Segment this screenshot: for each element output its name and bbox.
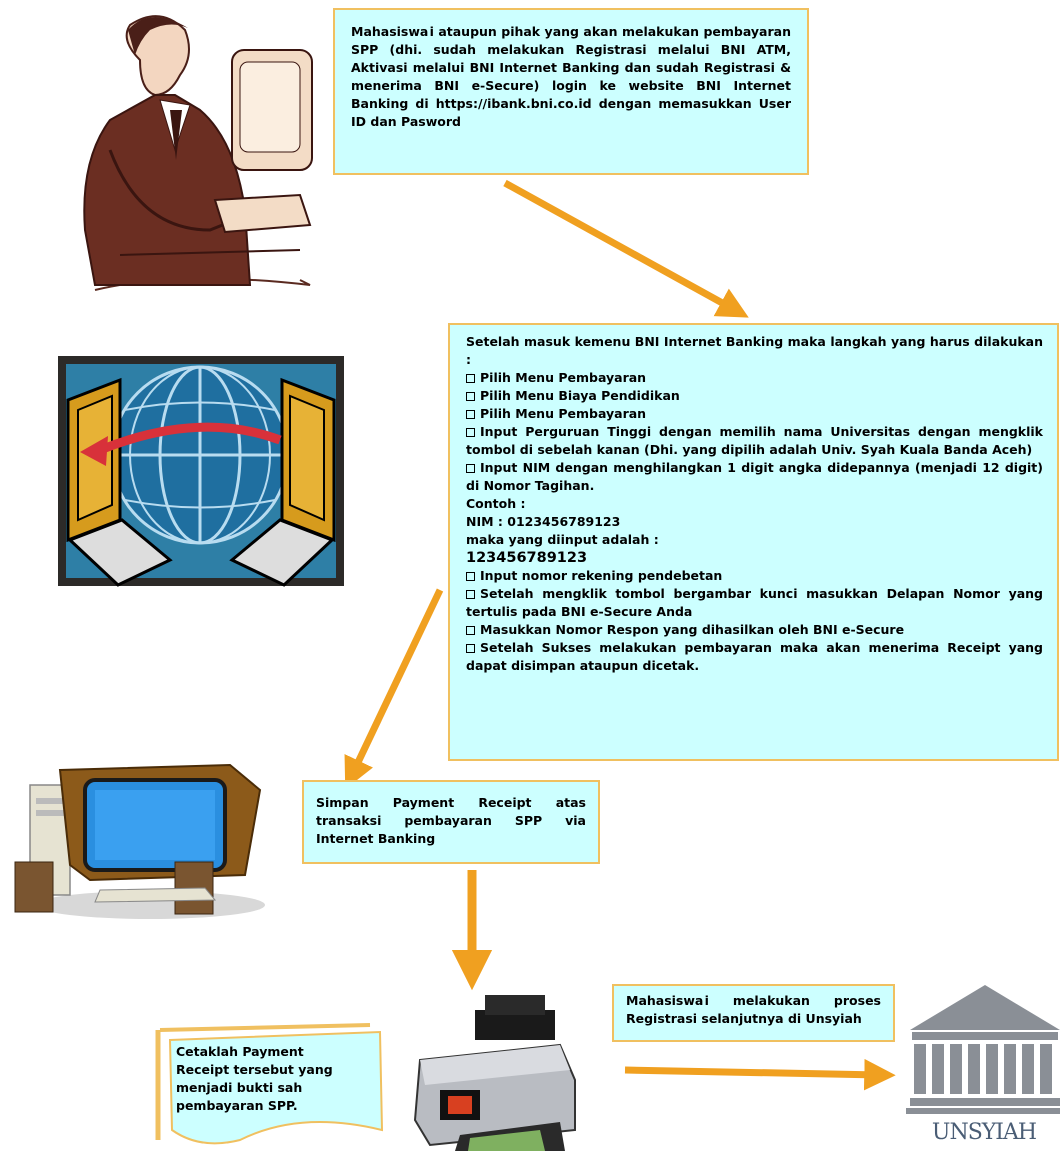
- input-label: maka yang diinput adalah :: [466, 532, 659, 547]
- arrow-to-unsyiah: [624, 1058, 896, 1091]
- university-building-icon: [906, 985, 1060, 1114]
- step2-item: Input Perguruan Tinggi dengan memilih na…: [466, 424, 1043, 457]
- step2-box: Setelah masuk kemenu BNI Internet Bankin…: [448, 323, 1059, 761]
- note-shape: [155, 1023, 384, 1145]
- input-value: 123456789123: [466, 550, 588, 566]
- step2-item: Masukkan Nomor Respon yang dihasilkan ol…: [466, 621, 1043, 639]
- unsyiah-logo-label: UNSYIAH: [931, 1120, 1037, 1145]
- checkbox-icon: [466, 626, 475, 635]
- step2-item: Pilih Menu Pembayaran: [466, 369, 1043, 387]
- globe-network-laptops-icon: [58, 356, 344, 587]
- checkbox-icon: [466, 572, 475, 581]
- checkbox-icon: [466, 410, 475, 419]
- checkbox-icon: [466, 464, 475, 473]
- checkbox-icon: [466, 644, 475, 653]
- step4-text: Cetaklah Payment Receipt tersebut yang m…: [176, 1044, 333, 1113]
- checkbox-icon: [466, 374, 475, 383]
- step2-item: Pilih Menu Pembayaran: [466, 405, 1043, 423]
- example-label: Contoh :: [466, 496, 526, 511]
- printer-icon: [413, 995, 576, 1151]
- step2-item: Setelah Sukses melakukan pembayaran maka…: [466, 640, 1043, 673]
- checkbox-icon: [466, 392, 475, 401]
- step3-text: Simpan Payment Receipt atas transaksi pe…: [316, 795, 586, 846]
- step3-box: Simpan Payment Receipt atas transaksi pe…: [302, 780, 600, 864]
- nim-line: NIM : 0123456789123: [466, 514, 621, 529]
- step2-item: Setelah mengklik tombol bergambar kunci …: [466, 586, 1043, 619]
- desktop-computer-icon: [14, 763, 265, 919]
- step1-text: Mahasiswa i ataupun pihak yang akan mela…: [351, 24, 791, 129]
- step1-box: Mahasiswa i ataupun pihak yang akan mela…: [333, 8, 809, 175]
- step2-intro: Setelah masuk kemenu BNI Internet Bankin…: [466, 334, 1043, 367]
- step2-item: Input nomor rekening pendebetan: [466, 567, 1043, 585]
- checkbox-icon: [466, 590, 475, 599]
- checkbox-icon: [466, 428, 475, 437]
- step2-item: Pilih Menu Biaya Pendidikan: [466, 387, 1043, 405]
- step2-item: Input NIM dengan menghilangkan 1 digit a…: [466, 460, 1043, 493]
- arrow-step2-to-step3: [344, 588, 444, 790]
- step5-text: Mahasiswa i melakukan proses Registrasi …: [626, 993, 881, 1026]
- step5-box: Mahasiswa i melakukan proses Registrasi …: [612, 984, 895, 1042]
- businessman-at-computer-icon: [83, 15, 313, 291]
- arrow-step1-to-step2: [503, 179, 749, 318]
